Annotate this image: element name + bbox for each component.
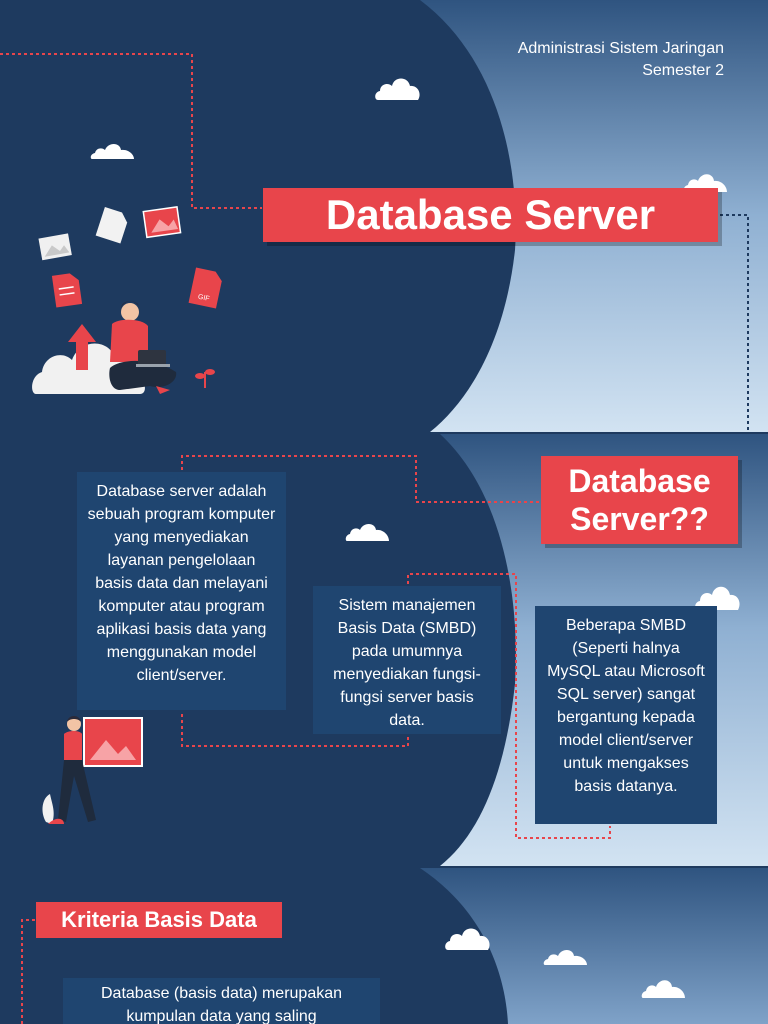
leaf-icon	[42, 794, 54, 824]
svg-text:GIF: GIF	[197, 294, 210, 303]
cloud-icon	[445, 928, 490, 950]
gif-file-icon: GIF	[188, 267, 222, 309]
slide-1: Administrasi Sistem Jaringan Semester 2 …	[0, 0, 768, 432]
section-title: Kriteria Basis Data	[36, 902, 282, 938]
section-title: Database Server??	[541, 456, 738, 544]
slide-1-connectors	[0, 53, 749, 432]
cloud-icon	[90, 144, 134, 159]
person-holding-image-illustration	[42, 716, 143, 824]
course-name: Administrasi Sistem Jaringan	[517, 40, 724, 57]
cloud-icon	[683, 174, 727, 192]
upload-arrow-icon	[68, 324, 96, 370]
pdf-file-icon	[51, 273, 83, 308]
smbd-card: Sistem manajemen Basis Data (SMBD) pada …	[313, 586, 501, 734]
cloud-icon	[695, 586, 740, 610]
image-file-icon	[142, 206, 182, 239]
cloud-icon	[345, 524, 389, 541]
cloud-icon	[641, 980, 685, 998]
slide-3: Kriteria Basis Data Database (basis data…	[0, 868, 768, 1024]
definition-card: Database server adalah sebuah program ko…	[77, 472, 286, 710]
section-title-line-2: Server??	[570, 501, 709, 537]
cloud-icon	[375, 78, 420, 100]
plant-icon	[195, 369, 215, 388]
cloud-icon	[543, 950, 587, 965]
client-server-card: Beberapa SMBD (Seperti halnya MySQL atau…	[535, 606, 717, 824]
person-with-laptop	[109, 301, 177, 394]
slide-3-connectors	[21, 919, 36, 1024]
section-title-line-1: Database	[568, 463, 711, 499]
slide-2-connectors	[181, 455, 611, 839]
course-info: Administrasi Sistem Jaringan Semester 2	[518, 38, 724, 82]
photo-icon	[38, 233, 72, 261]
document-file-icon	[95, 206, 128, 244]
page-title: Database Server	[263, 188, 718, 242]
semester-label: Semester 2	[642, 62, 724, 79]
slide-2: Database Server?? Database server adalah…	[0, 434, 768, 866]
definition-card: Database (basis data) merupakan kumpulan…	[63, 978, 380, 1024]
upload-illustration: GIF	[32, 206, 222, 394]
